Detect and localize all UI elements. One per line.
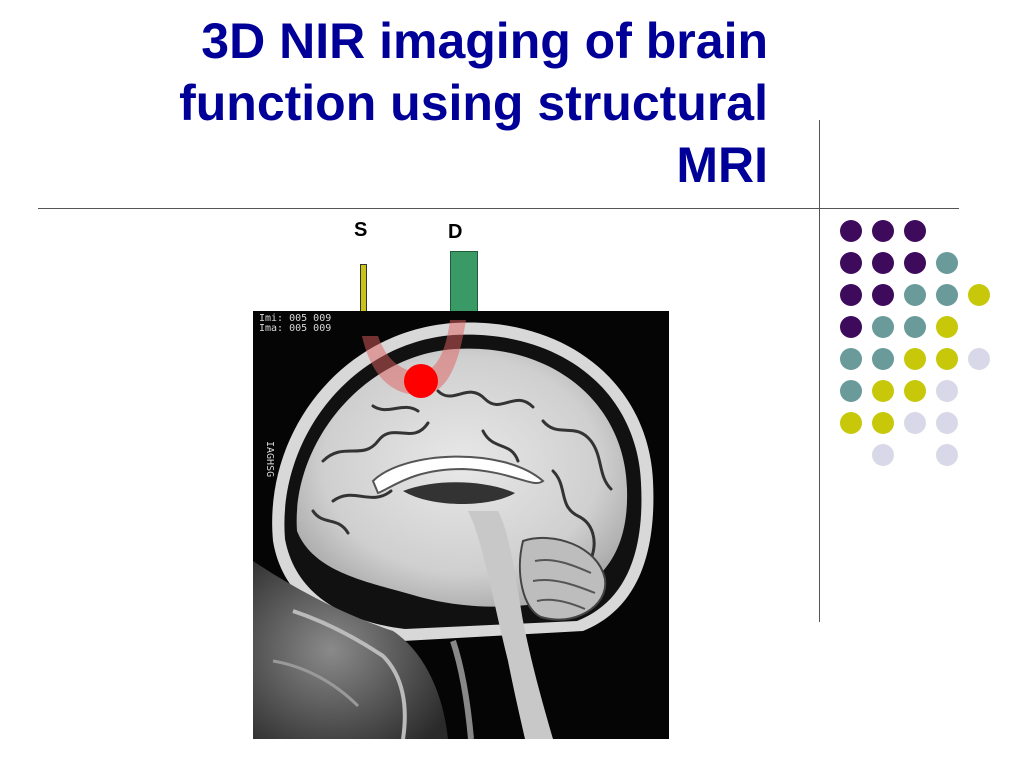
decorative-dot bbox=[840, 252, 862, 274]
decorative-dot bbox=[872, 220, 894, 242]
title-line-3: MRI bbox=[676, 137, 768, 193]
decorative-dot bbox=[872, 316, 894, 338]
mri-header-line-2: Ima: 005 009 bbox=[259, 323, 331, 334]
slide-title: 3D NIR imaging of brain function using s… bbox=[68, 10, 768, 196]
decorative-dot bbox=[872, 284, 894, 306]
mri-side-text: IAGHSG bbox=[264, 441, 275, 477]
decorative-dot bbox=[840, 348, 862, 370]
nir-detector-bar bbox=[450, 251, 478, 315]
decorative-dot bbox=[968, 284, 990, 306]
source-label: S bbox=[354, 219, 368, 241]
detector-label: D bbox=[448, 221, 463, 243]
decorative-dot bbox=[872, 444, 894, 466]
decorative-dot bbox=[840, 220, 862, 242]
decorative-dot bbox=[872, 412, 894, 434]
decorative-dot bbox=[904, 412, 926, 434]
decorative-dot bbox=[840, 316, 862, 338]
decorative-dot bbox=[904, 284, 926, 306]
decorative-dot bbox=[936, 412, 958, 434]
decorative-dot bbox=[840, 412, 862, 434]
horizontal-divider bbox=[38, 208, 959, 209]
mri-brain-illustration: Imi: 005 009 Ima: 005 009 IAGHSG bbox=[253, 311, 669, 739]
decorative-dot bbox=[936, 380, 958, 402]
decorative-dot bbox=[904, 380, 926, 402]
decorative-dot bbox=[936, 252, 958, 274]
decorative-dot bbox=[872, 252, 894, 274]
decorative-dot bbox=[968, 348, 990, 370]
decorative-dot bbox=[936, 284, 958, 306]
vertical-divider bbox=[819, 120, 820, 622]
decorative-dot bbox=[936, 316, 958, 338]
decorative-dot bbox=[840, 380, 862, 402]
decorative-dot bbox=[904, 348, 926, 370]
mri-header-line-1: Imi: 005 009 bbox=[259, 313, 331, 324]
decorative-dot bbox=[936, 348, 958, 370]
decorative-dot bbox=[904, 252, 926, 274]
decorative-dot bbox=[872, 380, 894, 402]
decorative-dot bbox=[904, 316, 926, 338]
decorative-dot bbox=[904, 220, 926, 242]
title-line-2: function using structural bbox=[179, 75, 768, 131]
decorative-dot bbox=[872, 348, 894, 370]
mri-brain-image: Imi: 005 009 Ima: 005 009 IAGHSG bbox=[253, 311, 669, 739]
title-line-1: 3D NIR imaging of brain bbox=[201, 13, 768, 69]
decorative-dot bbox=[840, 284, 862, 306]
decorative-dot bbox=[936, 444, 958, 466]
